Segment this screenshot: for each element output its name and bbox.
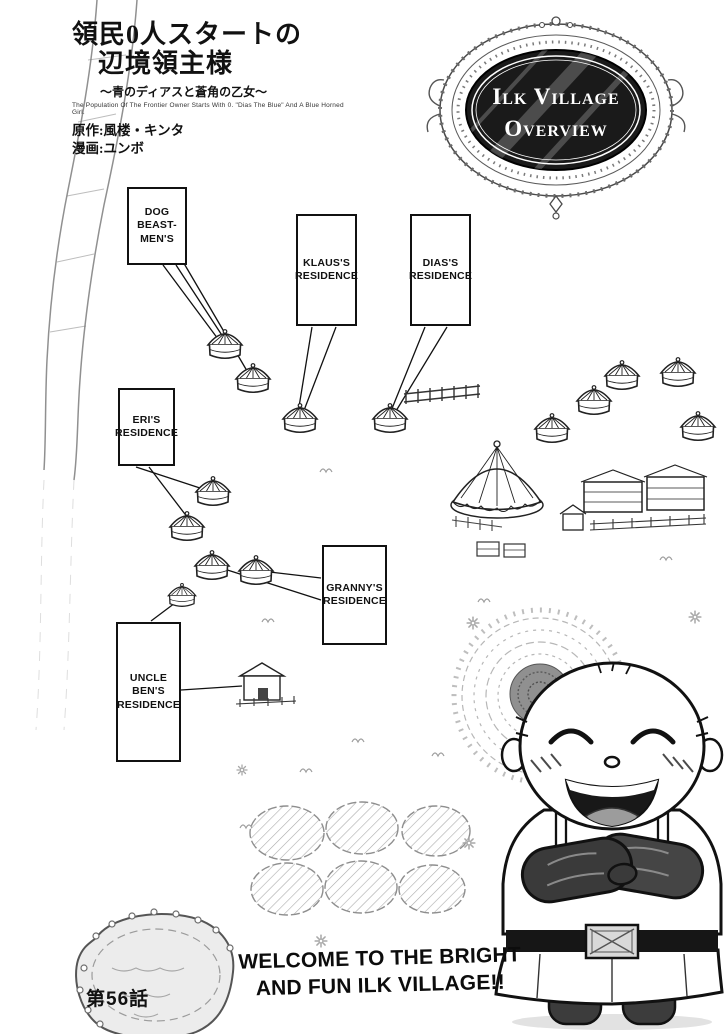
yurt-village: [167, 328, 716, 607]
uncle-ben-hut: [235, 662, 297, 707]
series-subtitle: ～青のディアスと蒼角の乙女～: [100, 85, 268, 100]
map-label-eri-residence: ERI'S RESIDENCE: [114, 388, 179, 466]
map-label-dias-residence: DIAS'S RESIDENCE: [408, 214, 473, 326]
label-connectors: [135, 259, 448, 691]
map-label-uncle-ben-residence: UNCLE BEN'S RESIDENCE: [116, 622, 181, 762]
series-title-english: The Population Of The Frontier Owner Sta…: [72, 102, 344, 117]
fence: [403, 384, 481, 404]
pavilion-tent-icon: [450, 440, 544, 531]
map-label-line: GRANNY'S: [326, 581, 383, 594]
yurt-tent-icon: [372, 402, 408, 434]
map-label-line: RESIDENCE: [116, 698, 181, 711]
road: [35, 0, 138, 731]
series-title-block: 領民0人スタートの 辺境領主様 ～青のディアスと蒼角の乙女～ The Popul…: [72, 20, 352, 159]
map-label-line: DOG: [144, 206, 170, 219]
map-label-klaus-residence: KLAUS'S RESIDENCE: [294, 214, 359, 326]
yurt-tent-icon: [207, 328, 243, 360]
overview-badge: Ilk Village Overview: [426, 16, 686, 220]
map-label-line: RESIDENCE: [294, 270, 359, 282]
welcome-caption: WELCOME TO THE BRIGHT AND FUN ILK VILLAG…: [223, 942, 536, 1004]
yurt-tent-icon: [169, 510, 205, 542]
map-label-line: UNCLE: [129, 672, 168, 685]
map-label-line: KLAUS'S: [302, 256, 351, 269]
grass-tufts: [239, 468, 673, 830]
map-label-line: RESIDENCE: [114, 427, 179, 439]
credit-original: 原作:風楼・キンタ: [72, 123, 185, 139]
yurt-tent-icon: [534, 412, 570, 444]
map-label-dog-beastmens: DOG BEAST- MEN'S: [127, 187, 187, 265]
yurt-tent-icon: [660, 356, 696, 388]
map-label-line: BEN'S: [132, 685, 165, 698]
flower-sparkle-icon: [462, 836, 476, 850]
yurt-tent-icon: [195, 475, 231, 507]
yurt-tent-icon: [238, 554, 274, 586]
map-label-line: RESIDENCE: [322, 595, 387, 607]
crop-fields: [249, 801, 471, 916]
dias-chibi-character: [494, 661, 724, 1030]
map-label-line: BEAST-: [137, 219, 177, 232]
map-label-line: ERI'S: [132, 413, 161, 426]
badge-title-line1: Ilk Village: [492, 84, 619, 109]
map-label-line: RESIDENCE: [408, 270, 473, 282]
flower-sparkle-icon: [466, 616, 480, 630]
yurt-tent-icon: [604, 359, 640, 391]
yurt-tent-icon: [680, 410, 716, 442]
badge-title-line2: Overview: [504, 116, 608, 141]
series-title-line1: 領民0人スタートの: [72, 20, 303, 49]
map-label-line: MEN'S: [140, 232, 174, 245]
pond: [75, 908, 235, 1034]
yurt-tent-icon: [194, 549, 230, 581]
flower-sparkle-icon: [314, 934, 328, 948]
series-title-line2: 辺境領主様: [98, 49, 234, 79]
yurt-tent-icon: [282, 402, 318, 434]
yurt-tent-icon: [235, 362, 271, 394]
flower-sparkle-icon: [688, 610, 702, 624]
chapter-number: 第56話: [86, 989, 150, 1010]
flower-sparkle-icon: [236, 764, 248, 776]
credit-manga: 漫画:ユンボ: [72, 141, 144, 157]
map-label-line: DIAS'S: [422, 256, 459, 269]
farm-buildings: [476, 464, 708, 558]
yurt-tent-icon: [167, 582, 197, 607]
map-label-granny-residence: GRANNY'S RESIDENCE: [322, 545, 387, 645]
yurt-tent-icon: [576, 384, 612, 416]
